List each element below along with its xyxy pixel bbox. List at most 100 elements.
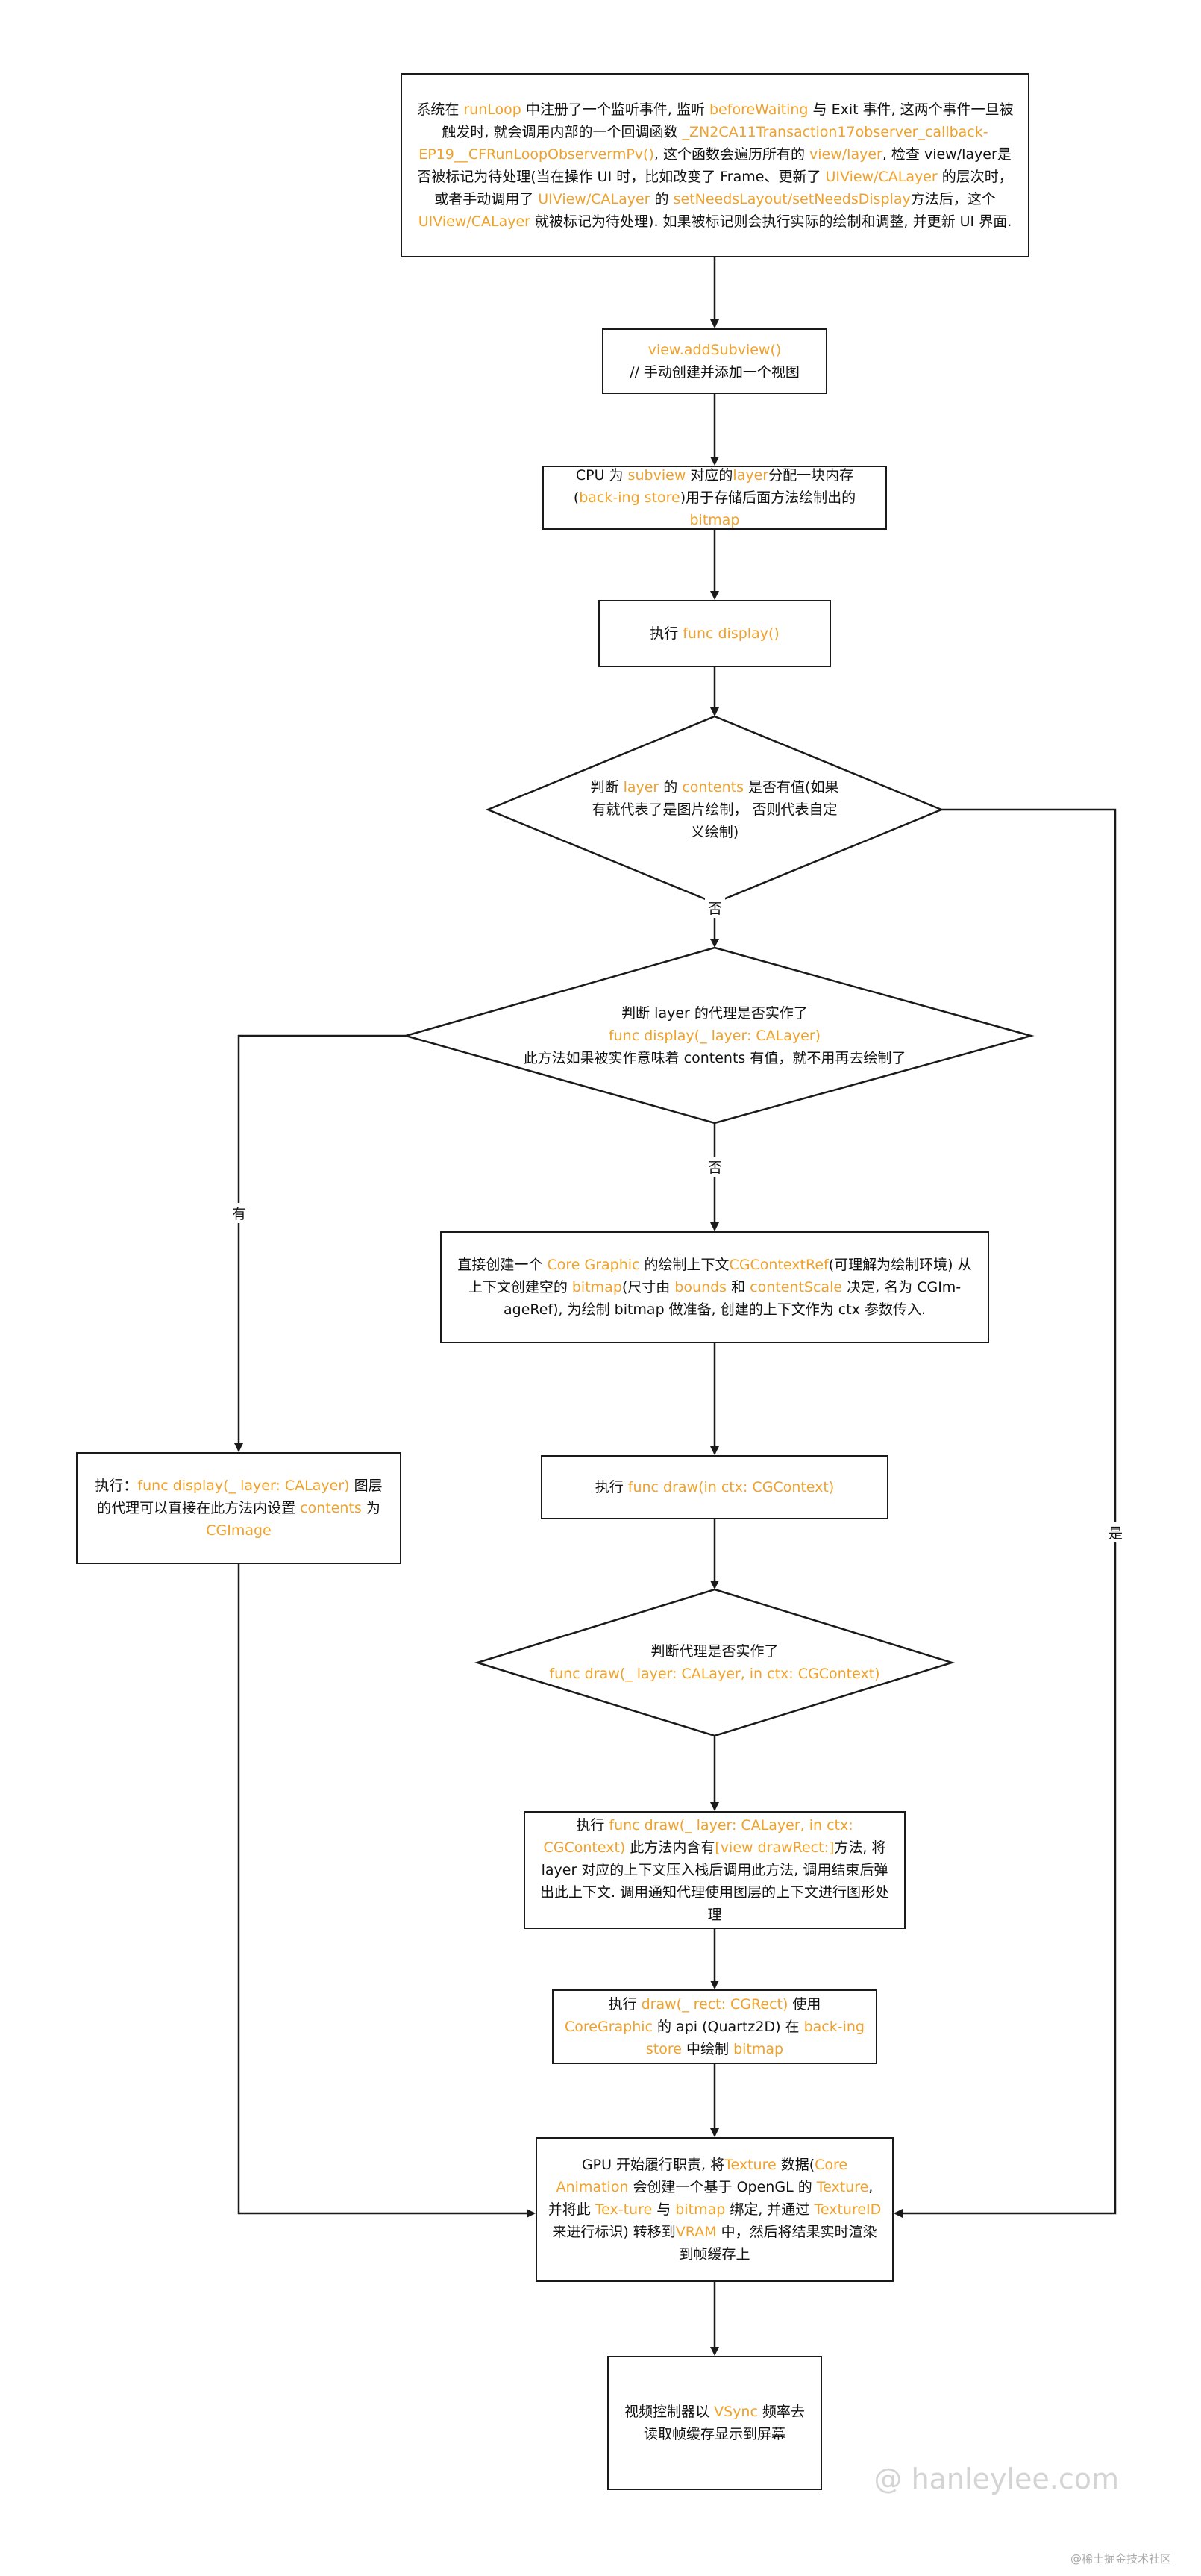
edge-label-no-2: 否 <box>705 1157 726 1177</box>
text-segment: 的 <box>659 779 683 795</box>
node-create-context: 直接创建一个 Core Graphic 的绘制上下文CGContextRef(可… <box>440 1231 989 1343</box>
text-segment: 中绘制 <box>681 2041 734 2057</box>
text-segment: , 检查 view/layer是否被标记为待处理(当在操作 UI 时，比如改变了… <box>417 146 1012 185</box>
highlight-term: bitmap <box>675 2201 726 2218</box>
text-segment: 中注册了一个监听事件, 监听 <box>521 101 709 118</box>
text-segment: 的绘制上下文 <box>639 1257 730 1273</box>
text-segment: 此方法内含有 <box>625 1839 715 1856</box>
text-segment: 图层的代理可以直接在此方法内设置 <box>97 1478 383 1516</box>
highlight-term: subview <box>627 467 686 484</box>
highlight-term: UIView/CALayer <box>538 190 650 207</box>
watermark-footer: @稀土掘金技术社区 <box>1070 2552 1171 2566</box>
highlight-term: func draw(_ layer: CALayer, in ctx: CGCo… <box>549 1666 880 1682</box>
text-segment: 直接创建一个 <box>457 1257 548 1273</box>
text-segment: 的 api (Quartz2D) 在 <box>652 2019 804 2035</box>
highlight-term: contents <box>300 1500 362 1516</box>
node-display: 执行 func display() <box>598 600 831 667</box>
highlight-term: beforeWaiting <box>709 101 809 118</box>
text-segment: 决定, 名为 CGIm-ageRef), 为绘制 bitmap 做准备, 创建的… <box>503 1279 962 1318</box>
highlight-term: runLoop <box>463 101 521 118</box>
highlight-term: Core Graphic <box>547 1257 640 1273</box>
highlight-term: TextureID <box>814 2201 882 2218</box>
highlight-term: CGImage <box>206 1522 272 1539</box>
highlight-term: VSync <box>714 2404 758 2420</box>
text-segment: 系统在 <box>416 101 464 118</box>
text-segment: 的 <box>650 190 674 207</box>
node-draw-in-ctx: 执行 func draw(in ctx: CGContext) <box>541 1455 888 1519</box>
text-segment: 执行 <box>650 625 683 642</box>
highlight-term: Texture <box>816 2179 869 2195</box>
decision-text-display-delegate: 判断 layer 的代理是否实作了 func display(_ layer: … <box>492 992 937 1079</box>
text-segment: 判断 <box>590 779 624 795</box>
text-segment: 执行 <box>608 1996 642 2013</box>
text-segment: 判断代理是否实作了 <box>650 1643 779 1660</box>
edge-label-yes-right: 是 <box>1106 1522 1126 1542</box>
text-segment: 判断 layer 的代理是否实作了 <box>621 1005 808 1022</box>
node-video-controller: 视频控制器以 VSync 频率去读取帧缓存显示到屏幕 <box>607 2356 822 2490</box>
text-segment: 数据( <box>776 2157 815 2173</box>
text-segment: , 这个函数会遍历所有的 <box>653 146 810 163</box>
text-segment: )用于存储后面方法绘制出的 <box>680 490 856 506</box>
text-segment: 执行 <box>576 1817 609 1833</box>
node-add-subview: view.addSubview() // 手动创建并添加一个视图 <box>602 328 827 394</box>
node-delegate-draw: 执行 func draw(_ layer: CALayer, in ctx: C… <box>524 1811 906 1929</box>
highlight-term: func display(_ layer: CALayer) <box>608 1028 821 1044</box>
text-segment: 执行 <box>595 1479 628 1495</box>
text-segment: 中，然后将结果实时渲染到帧缓存上 <box>679 2224 877 2263</box>
node-gpu-render: GPU 开始履行职责, 将 Texture 数据(Core Animation 会… <box>536 2137 894 2282</box>
text-segment: 与 Exit 事件, 这两个事件一旦被触发时, 就会调用内部的一个回调函数 <box>442 101 1014 140</box>
edge-d2-left-branch <box>234 1034 406 1452</box>
highlight-term: layer <box>733 467 769 484</box>
highlight-term: UIView/CALayer <box>825 168 938 185</box>
highlight-term: func draw(_ layer: CALayer, in ctx: CGCo… <box>543 1817 853 1856</box>
text-segment: 对应的 <box>686 467 733 484</box>
text-segment: 是否有值(如果有就代表了是图片绘制， 否则代表自定义绘制) <box>592 779 839 840</box>
highlight-term: draw(_ rect: CGRect) <box>641 1996 788 2013</box>
text-segment: 分配一块内存( <box>573 467 854 506</box>
edge-nL-n9 <box>237 1564 536 2218</box>
highlight-term: func display(_ layer: CALayer) <box>137 1478 350 1494</box>
text-segment: 执行： <box>95 1478 138 1494</box>
highlight-term: layer <box>623 779 659 795</box>
highlight-term: back-ing store <box>579 490 680 506</box>
edge-d1-right-branch <box>894 808 1117 2218</box>
highlight-term: bitmap <box>571 1279 622 1295</box>
highlight-term: Core Animation <box>556 2157 848 2195</box>
node-draw-rect: 执行 draw(_ rect: CGRect) 使用 CoreGraphic 的… <box>552 1989 877 2064</box>
decision-text-contents: 判断 layer 的 contents 是否有值(如果有就代表了是图片绘制， 否… <box>585 776 844 843</box>
highlight-term: contents <box>682 779 744 795</box>
watermark-main: @ hanleylee.com <box>874 2463 1119 2495</box>
text-segment: 此方法如果被实作意味着 contents 有值，就不用再去绘制了 <box>523 1050 906 1066</box>
highlight-term: CGContextRef <box>729 1257 829 1273</box>
text-segment: 绑定, 并通过 <box>725 2201 815 2218</box>
node-delegate-display: 执行：func display(_ layer: CALayer) 图层的代理可… <box>76 1452 401 1564</box>
highlight-term: VRAM <box>675 2224 717 2240</box>
highlight-term: CoreGraphic <box>565 2019 653 2035</box>
node-allocate-backing-store: CPU 为 subview 对应的layer分配一块内存(back-ing st… <box>542 466 887 530</box>
text-segment: 方法, 将 layer 对应的上下文压入栈后调用此方法, 调用结束后弹出此上下文… <box>539 1839 890 1923</box>
highlight-term: view/layer <box>809 146 882 163</box>
text-segment: , 并将此 <box>548 2179 874 2218</box>
highlight-term: setNeedsLayout/setNeedsDisplay <box>673 190 911 207</box>
text-segment: 与 <box>652 2201 676 2218</box>
highlight-term: _ZN2CA11Transaction17observer_callback-E… <box>418 123 988 163</box>
highlight-term: [view drawRect:] <box>715 1839 835 1856</box>
text-segment: 会创建一个基于 OpenGL 的 <box>628 2179 817 2195</box>
decision-text-draw-delegate: 判断代理是否实作了 func draw(_ layer: CALayer, in… <box>522 1633 907 1692</box>
text-segment: 的层次时，或者手动调用了 <box>434 168 1013 207</box>
text-segment: 方法后，这个 <box>910 190 996 207</box>
text-segment: CPU 为 <box>575 467 628 484</box>
text-segment: (可理解为绘制环境) 从上下文创建空的 <box>468 1257 972 1295</box>
text-segment: 使用 <box>788 1996 821 2013</box>
highlight-term: view.addSubview() <box>647 342 782 358</box>
node-runloop-observer: 系统在 runLoop 中注册了一个监听事件, 监听 beforeWaiting… <box>401 73 1029 257</box>
highlight-term: func draw(in ctx: CGContext) <box>627 1479 835 1495</box>
highlight-term: bitmap <box>689 512 740 528</box>
text-segment: GPU 开始履行职责, 将 <box>581 2157 725 2173</box>
text-segment: 频率去读取帧缓存显示到屏幕 <box>643 2404 805 2442</box>
highlight-term: func display() <box>683 625 780 642</box>
text-segment: 就被标记为待处理). 如果被标记则会执行实际的绘制和调整, 并更新 UI 界面. <box>530 213 1012 230</box>
highlight-term: bitmap <box>733 2041 784 2057</box>
text-segment: 来进行标识) 转移到 <box>552 2224 676 2240</box>
